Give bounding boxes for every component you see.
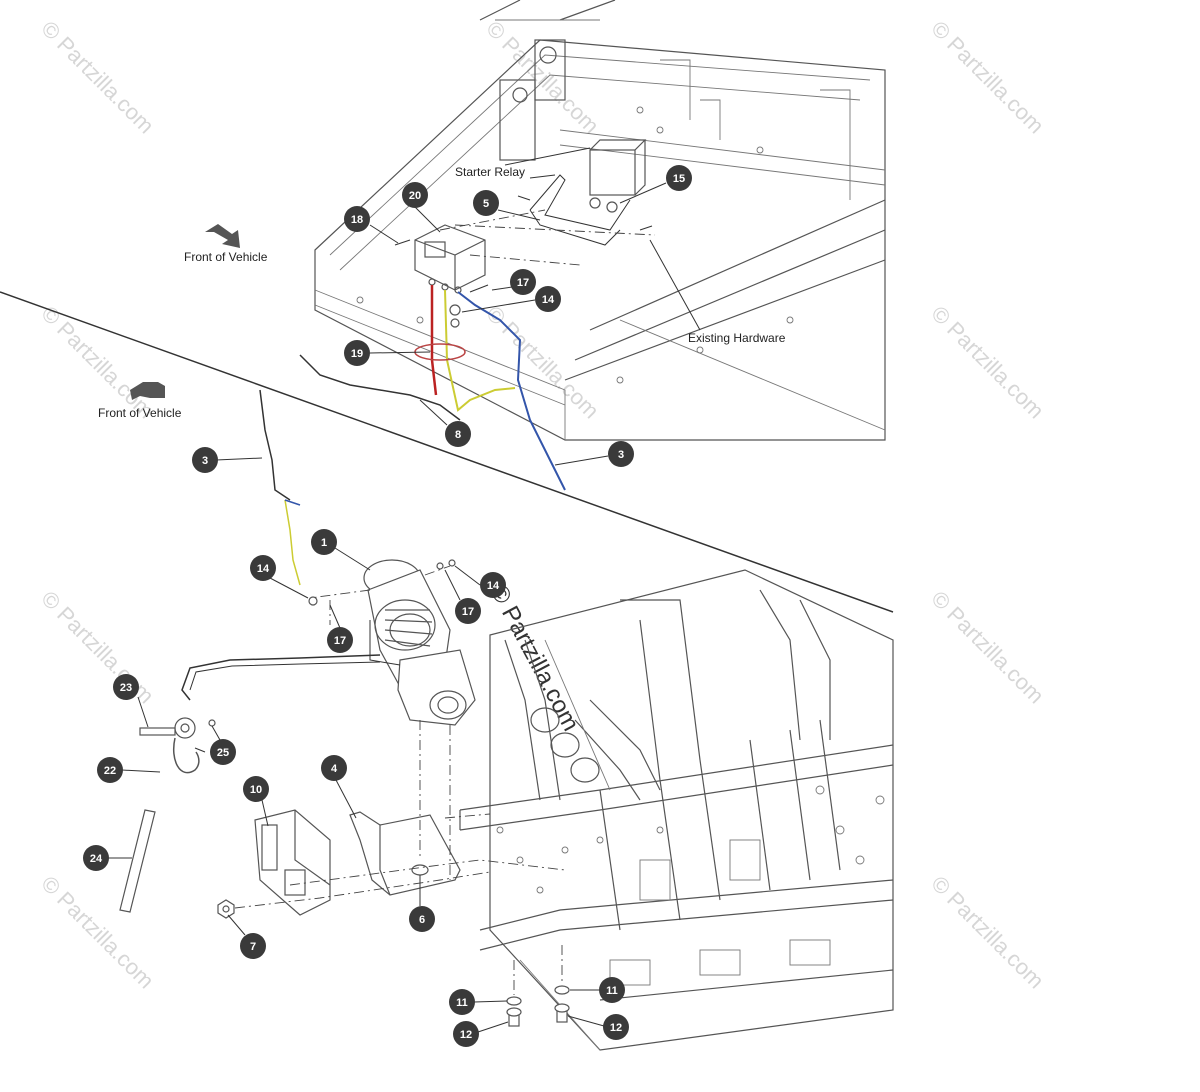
svg-text:25: 25 [217,747,229,759]
bottom-leader-lines [108,457,605,1033]
callout-12-left: 12 [453,1021,479,1047]
callout-22: 22 [97,757,123,783]
watermark-8: © Partzilla.com [926,871,1049,994]
winch-relay [394,224,489,294]
callout-14-top: 14 [535,286,561,312]
watermark-4: © Partzilla.com [926,301,1049,424]
watermark-7: © Partzilla.com [36,871,159,994]
front-of-vehicle-label-left: Front of Vehicle [98,406,182,420]
strap [119,809,156,913]
callout-7: 7 [240,933,266,959]
svg-text:11: 11 [606,985,618,997]
front-of-vehicle-label-top: Front of Vehicle [184,250,268,264]
svg-text:12: 12 [610,1022,622,1034]
bolts-bottom [506,985,570,1027]
svg-text:11: 11 [456,997,468,1009]
svg-text:5: 5 [483,198,489,210]
svg-text:18: 18 [351,214,363,226]
top-frame-drawing [314,0,886,441]
top-wiring [299,285,566,491]
fairlead-bracket [254,809,331,916]
callout-11-left: 11 [449,989,475,1015]
watermark-3: © Partzilla.com [36,301,159,424]
winch-wiring [259,389,456,606]
svg-text:10: 10 [250,784,262,796]
svg-text:24: 24 [90,853,103,865]
watermark-1: © Partzilla.com [36,16,159,139]
callout-10: 10 [243,776,269,802]
bottom-frame-drawing [459,569,894,1051]
watermark-2: © Partzilla.com [926,16,1049,139]
callout-6: 6 [409,906,435,932]
watermark-layer: © Partzilla.com © Partzilla.com © Partzi… [36,16,1049,994]
svg-text:20: 20 [409,190,421,202]
starter-relay [517,139,653,246]
callout-24: 24 [83,845,109,871]
svg-text:22: 22 [104,765,116,777]
existing-hardware-label: Existing Hardware [688,331,786,345]
callout-23: 23 [113,674,139,700]
svg-text:19: 19 [351,348,363,360]
svg-text:4: 4 [331,763,338,775]
winch-assembly [363,559,476,726]
svg-text:14: 14 [257,563,270,575]
callout-17-top: 17 [510,269,536,295]
callout-11-right: 11 [599,977,625,1003]
svg-text:8: 8 [455,429,461,441]
callout-8: 8 [445,421,471,447]
watermark-5: © Partzilla.com [36,586,159,709]
svg-text:17: 17 [462,606,474,618]
hook-assembly [139,717,216,774]
svg-text:12: 12 [460,1029,472,1041]
mount-plate [349,811,461,896]
svg-text:17: 17 [517,277,529,289]
svg-text:23: 23 [120,682,132,694]
callout-3-left: 3 [192,447,218,473]
starter-relay-label: Starter Relay [455,165,525,179]
svg-text:3: 3 [618,449,624,461]
callout-19: 19 [344,340,370,366]
callout-5: 5 [473,190,499,216]
arrow-icon-top [205,224,240,248]
callout-3-right: 3 [608,441,634,467]
svg-text:1: 1 [321,537,327,549]
svg-text:14: 14 [542,294,555,306]
section-divider [0,291,894,613]
callout-20: 20 [402,182,428,208]
top-leader-lines [369,147,701,466]
callout-17-left: 17 [327,627,353,653]
svg-text:7: 7 [250,941,256,953]
callout-18: 18 [344,206,370,232]
callouts: 20 18 5 15 17 14 19 8 3 3 1 14 17 14 17 … [83,165,692,1047]
svg-text:17: 17 [334,635,346,647]
callout-25: 25 [210,739,236,765]
bottom-dash-lines [234,565,566,995]
callout-14-left: 14 [250,555,276,581]
callout-1: 1 [311,529,337,555]
top-dash-lines [439,209,656,266]
svg-text:6: 6 [419,914,425,926]
svg-text:3: 3 [202,455,208,467]
svg-text:15: 15 [673,173,685,185]
callout-12-right: 12 [603,1014,629,1040]
nut [217,899,235,919]
arrow-icon-left [130,382,165,400]
callout-15: 15 [666,165,692,191]
callout-17-right: 17 [455,598,481,624]
callout-14-right: 14 [480,572,506,598]
winch-cable [181,654,381,701]
watermark-6: © Partzilla.com [926,586,1049,709]
svg-text:14: 14 [487,580,500,592]
callout-4: 4 [321,755,347,781]
